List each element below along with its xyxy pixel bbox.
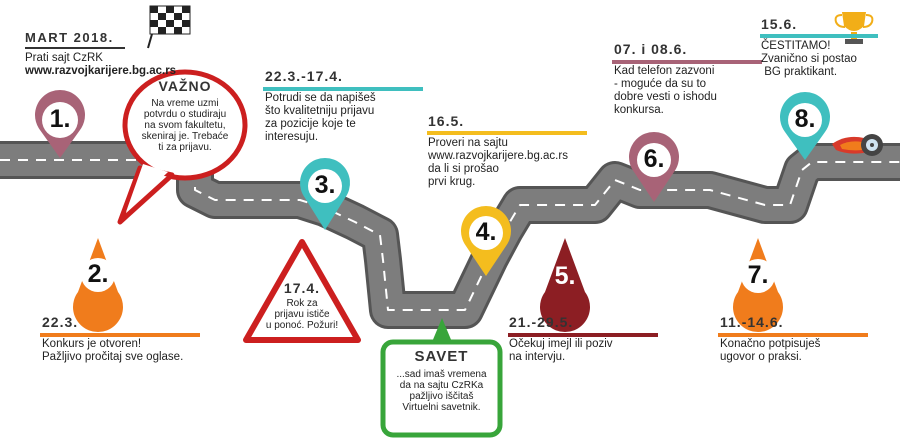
warning-line-3: u ponoć. Požuri! (265, 320, 339, 331)
step-5-date: 21.-29.5. (509, 314, 574, 330)
vazno-line-3: na svom fakultetu, (144, 120, 226, 131)
step-8-line-3: BG praktikant. (761, 66, 838, 78)
rule-8 (760, 34, 878, 38)
header-line-1: Prati sajt CzRK (25, 52, 103, 64)
step-5-line-2: na intervju. (509, 351, 566, 363)
step-4-block: 16.5. Proveri na sajtu www.razvojkarijer… (428, 113, 568, 189)
header-line-2: www.razvojkarijere.bg.ac.rs (25, 65, 177, 77)
step-2-date: 22.3. (42, 314, 79, 330)
vazno-line-1: Na vreme uzmi (151, 98, 219, 109)
rule-1 (25, 47, 125, 49)
pin-5-number: 5. (554, 262, 576, 290)
pin-3-number: 3. (314, 171, 336, 199)
vazno-title: VAŽNO (158, 78, 212, 94)
step-6-block: 07. i 08.6. Kad telefon zazvoni - moguće… (614, 41, 717, 117)
savet-box (380, 318, 503, 438)
warning-text: 17.4. Rok za prijavu ističe u ponoć. Pož… (252, 280, 352, 331)
flaming-wheel-icon (832, 134, 883, 156)
header-title: MART 2018. (25, 30, 114, 45)
step-8-line-1: ČESTITAMO! (761, 40, 831, 52)
pin-4 (460, 206, 511, 276)
rule-5 (508, 333, 658, 337)
step-6-line-1: Kad telefon zazvoni (614, 65, 715, 77)
warning-line-1: Rok za (286, 298, 318, 309)
rule-4 (427, 131, 587, 135)
savet-line-2: da na sajtu CzRKa (399, 380, 484, 391)
warning-date: 17.4. (283, 280, 321, 296)
rule-7 (718, 333, 868, 337)
savet-text: SAVET ...sad imaš vremena da na sajtu Cz… (386, 348, 497, 413)
step-4-line-3: da li si prošao (428, 163, 499, 175)
pin-7 (733, 238, 783, 332)
pin-6 (629, 132, 679, 202)
step-3-line-4: interesuju. (265, 131, 319, 143)
savet-line-1: ...sad imaš vremena (396, 369, 487, 380)
pin-8 (780, 92, 831, 160)
step-3-date: 22.3.-17.4. (265, 68, 343, 84)
step-3-block: 22.3.-17.4. Potrudi se da napišeš što kv… (265, 68, 376, 144)
vazno-bubble (117, 69, 248, 225)
pin-2-number: 2. (87, 260, 109, 288)
pin-3 (299, 157, 350, 230)
step-5-block: 21.-29.5. Očekuj imejl ili poziv na inte… (509, 314, 613, 364)
step-7-line-1: Konačno potpisuješ (720, 338, 821, 350)
step-6-line-3: dobre vesti o ishodu (614, 91, 717, 103)
vazno-text: VAŽNO Na vreme uzmi potvrdu o studiraju … (128, 78, 242, 153)
vazno-line-5: ti za prijavu. (158, 142, 212, 153)
trophy-icon (834, 12, 874, 44)
step-3-line-1: Potrudi se da napišeš (265, 92, 376, 104)
step-4-line-2: www.razvojkarijere.bg.ac.rs (428, 150, 568, 162)
step-2-block: 22.3. Konkurs je otvoren! Pažljivo proči… (42, 314, 183, 364)
road (0, 141, 900, 329)
step-5-line-1: Očekuj imejl ili poziv (509, 338, 613, 350)
step-6-line-2: - moguće da su to (614, 78, 707, 90)
pin-6-number: 6. (643, 145, 665, 173)
warning-line-2: prijavu ističe (274, 309, 330, 320)
step-3-line-2: što kvalitetniju prijavu (265, 105, 375, 117)
pin-8-number: 8. (794, 105, 816, 133)
pin-7-number: 7. (747, 261, 769, 289)
step-6-date: 07. i 08.6. (614, 41, 688, 57)
savet-line-4: Virtuelni savetnik. (402, 402, 481, 413)
step-3-line-3: za pozicije koje te (265, 118, 356, 130)
vazno-line-2: potvrdu o studiraju (143, 109, 227, 120)
step-7-block: 11.-14.6. Konačno potpisuješ ugovor o pr… (720, 314, 820, 364)
pin-2 (73, 238, 123, 332)
step-2-line-1: Konkurs je otvoren! (42, 338, 142, 350)
pin-1-number: 1. (49, 105, 71, 133)
step-2-line-2: Pažljivo pročitaj sve oglase. (42, 351, 184, 363)
vazno-line-4: skeniraj je. Trebaće (141, 131, 229, 142)
step-8-block: 15.6. ČESTITAMO! Zvanično si postao BG p… (761, 16, 857, 79)
step-7-date: 11.-14.6. (720, 314, 784, 330)
step-4-line-1: Proveri na sajtu (428, 137, 508, 149)
rule-6 (612, 60, 762, 64)
step-4-line-4: prvi krug. (428, 176, 476, 188)
savet-line-3: pažljivo iščitaš (409, 391, 474, 402)
step-7-line-2: ugovor o praksi. (720, 351, 802, 363)
step-8-date: 15.6. (761, 16, 798, 32)
header-block: MART 2018. Prati sajt CzRK www.razvojkar… (25, 30, 176, 78)
rule-2 (40, 333, 200, 337)
pin-5 (540, 238, 590, 332)
step-8-line-2: Zvanično si postao (761, 53, 857, 65)
step-6-line-4: konkursa. (614, 104, 664, 116)
rule-3 (263, 87, 423, 91)
pin-4-number: 4. (475, 218, 497, 246)
savet-title: SAVET (414, 348, 469, 365)
checkered-flag-icon (147, 5, 191, 49)
pin-1 (35, 90, 85, 158)
warning-sign (243, 239, 361, 343)
step-4-date: 16.5. (428, 113, 465, 129)
